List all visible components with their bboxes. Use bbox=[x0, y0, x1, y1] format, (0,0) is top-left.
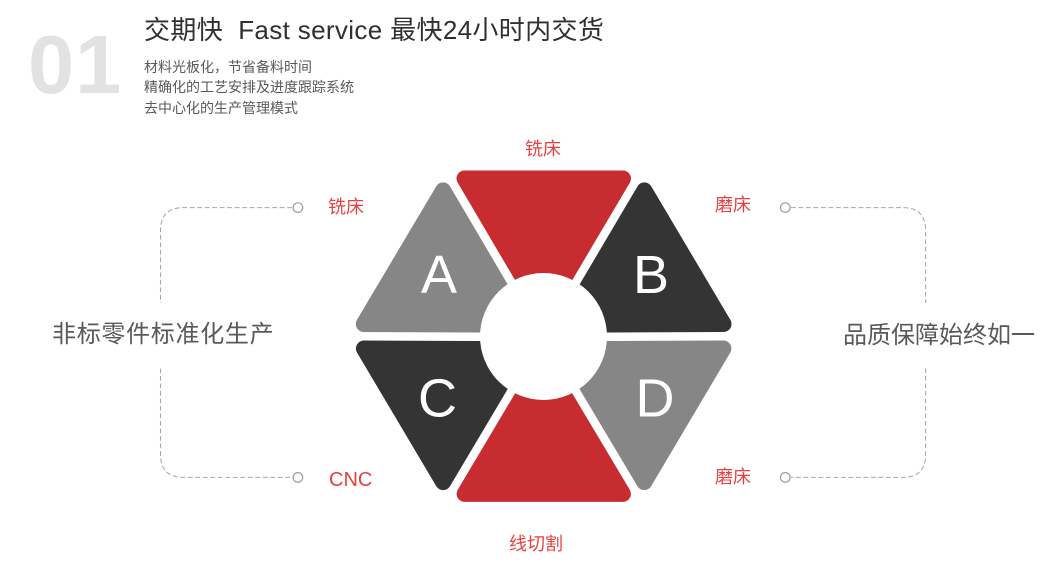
svg-text:C: C bbox=[418, 369, 457, 429]
svg-text:A: A bbox=[421, 245, 457, 305]
svg-text:D: D bbox=[636, 369, 675, 429]
svg-text:B: B bbox=[633, 245, 669, 305]
